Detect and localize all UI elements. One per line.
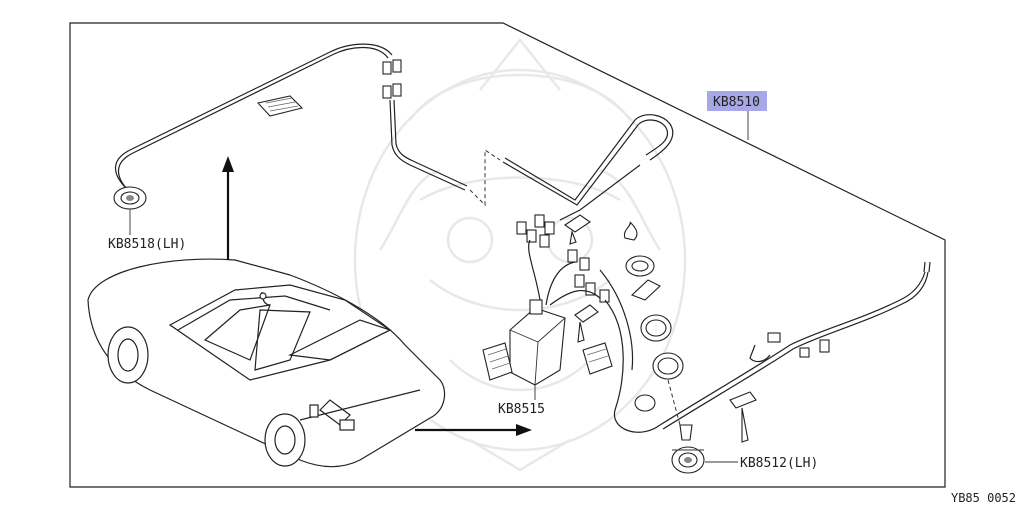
frame-outline (69, 22, 946, 488)
adhesive-pad-upper (256, 95, 304, 117)
speaker-kb8512-part (671, 424, 705, 474)
cable-tie-middle (574, 304, 599, 343)
upper-harness-wire (114, 43, 468, 194)
grommet-set (623, 221, 684, 412)
callout-kb8515[interactable]: KB8515 (498, 402, 545, 417)
wire-connectors-right (749, 332, 830, 363)
cable-tie-right (729, 391, 757, 443)
adhesive-pad-left (482, 342, 513, 381)
loop-wire (502, 114, 674, 221)
adhesive-pad-right (582, 342, 613, 375)
dashed-guide (667, 379, 681, 426)
watermark-seal (353, 37, 687, 472)
dashed-link (469, 149, 501, 207)
speaker-lh-part (113, 186, 147, 210)
harness-wires (528, 239, 931, 433)
cable-tie-upper (564, 214, 591, 245)
callout-kb8512[interactable]: KB8512(LH) (740, 456, 818, 471)
arrow-right (415, 424, 532, 436)
figure-code: YB85 0052 (951, 491, 1016, 505)
connector-cluster (516, 214, 610, 303)
car-illustration (87, 258, 446, 468)
callout-kb8510[interactable]: KB8510 (713, 95, 760, 110)
kb8510-highlight (707, 91, 767, 111)
control-module-kb8515 (509, 299, 566, 386)
callout-kb8518[interactable]: KB8518(LH) (108, 237, 186, 252)
